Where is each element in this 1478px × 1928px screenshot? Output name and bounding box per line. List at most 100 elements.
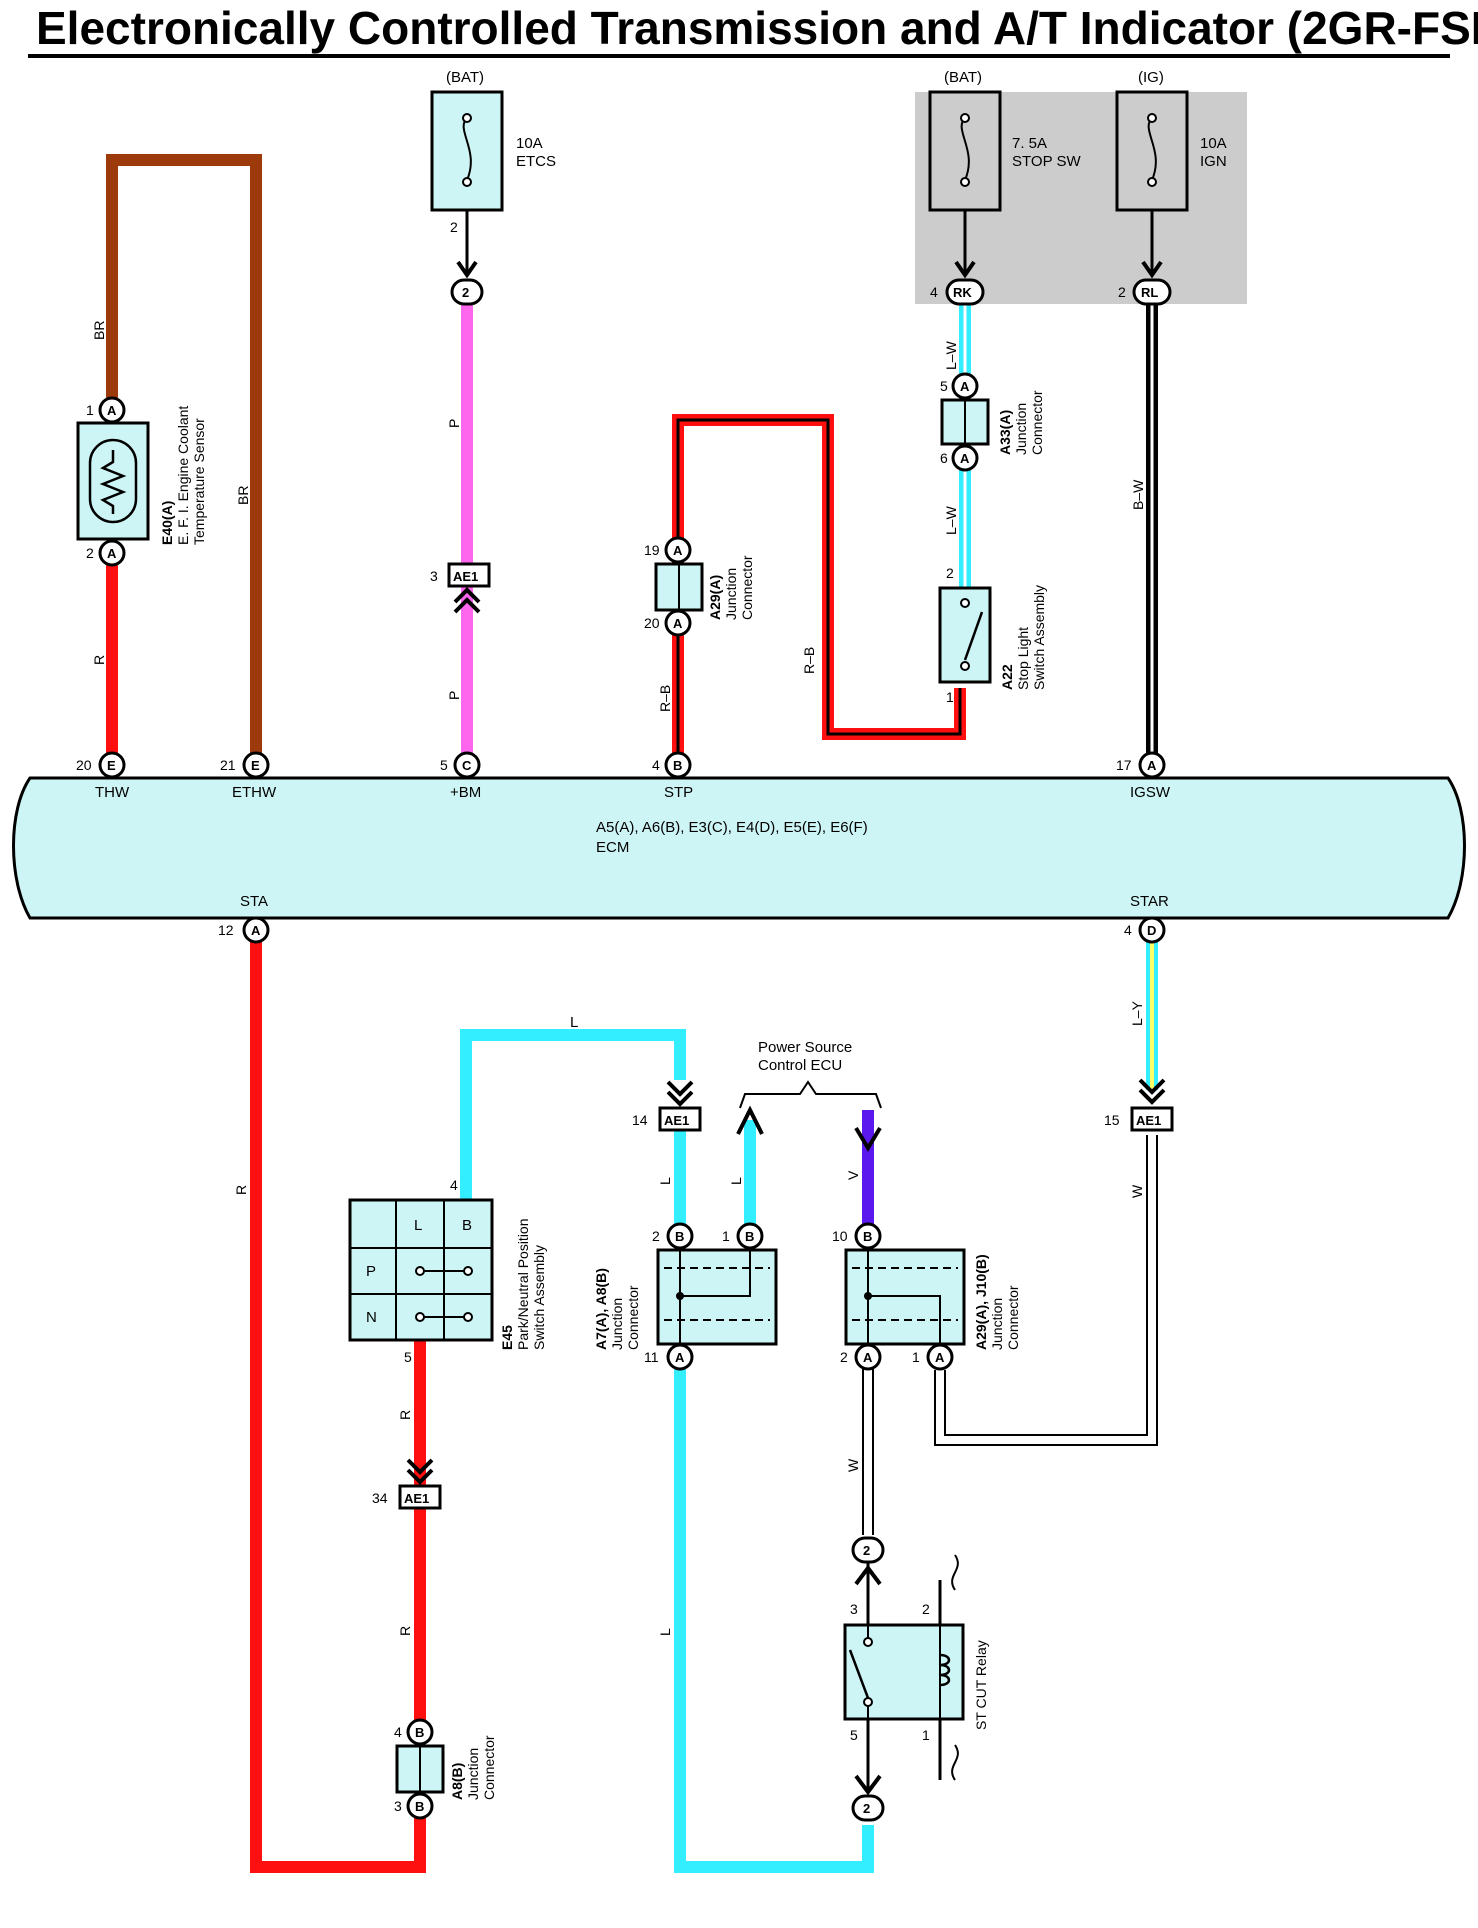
a7a8-code: A7(A), A8(B) [593, 1268, 609, 1350]
ecm-pin-bm: C 5 +BM [440, 751, 481, 801]
e45-row-p: P [366, 1263, 376, 1280]
a8-line2: Connector [481, 1735, 497, 1800]
a7a8-pin-b: 1 [722, 1228, 730, 1244]
ae1-connector-34: AE1 34 [372, 1458, 442, 1510]
ecm-pin-bm-num: 5 [440, 757, 448, 773]
a8-pin-bottom: 3 [394, 1798, 402, 1814]
fuse-ign-pin: 2 [1118, 284, 1126, 300]
e45-pin-bottom: 5 [404, 1349, 412, 1365]
a29-j10-junction: B 10 A 2 A 1 A29(A), J10(B) Junction Con… [832, 1222, 1021, 1371]
ecm-pin-sta-name: STA [240, 893, 268, 910]
wire-br [106, 154, 262, 765]
ecm-pin-igsw: A 17 IGSW [1116, 751, 1171, 801]
ecm-pin-igsw-name: IGSW [1130, 784, 1171, 801]
wire-label-v: V [845, 1170, 861, 1180]
ae1-14-pin: 14 [632, 1112, 648, 1128]
a29j10-conn-c: A [935, 1350, 945, 1365]
fuse-stop-conn: RK [953, 285, 972, 300]
ecm-pin-thw-name: THW [95, 784, 130, 801]
ecm-pin-thw: E 20 THW [76, 751, 130, 801]
a29j10-pin-b: 2 [840, 1349, 848, 1365]
fuse-ign-supply: (IG) [1138, 69, 1164, 86]
a29-top-code: A29(A) [707, 575, 723, 620]
wire-label-lw1: L–W [943, 340, 959, 370]
a7a8-conn-c: A [675, 1350, 685, 1365]
e45-row-n: N [366, 1309, 377, 1326]
stcut-name: ST CUT Relay [973, 1640, 989, 1730]
wire-label-r3: R [397, 1410, 413, 1420]
wire-label-l3: L [657, 1628, 673, 1636]
wire-label-r4: R [397, 1626, 413, 1636]
ecm-pin-star: STAR D 4 [1124, 893, 1169, 944]
wire-label-bw: B–W [1130, 479, 1146, 510]
a8-junction: B 4 B 3 A8(B) Junction Connector [394, 1718, 497, 1820]
wire-l-top [460, 1029, 686, 1200]
wire-label-ly: L–Y [1129, 1000, 1145, 1026]
a29-top-conn2: A [673, 616, 683, 631]
ecm-pin-bm-conn: C [462, 758, 472, 773]
a29-top-conn1: A [673, 543, 683, 558]
wire-label-w2: W [845, 1458, 861, 1472]
a29j10-pin-c: 1 [912, 1349, 920, 1365]
ae1-15-pin: 15 [1104, 1112, 1120, 1128]
ecm-pin-star-num: 4 [1124, 922, 1132, 938]
e40-line2: Temperature Sensor [191, 418, 207, 545]
fuse-etcs-conn: 2 [462, 285, 469, 300]
ecm-pin-sta: STA A 12 [218, 893, 270, 944]
wire-label-br2: BR [235, 486, 251, 505]
a33-pin1: 5 [940, 378, 948, 394]
a29-top-pin2: 20 [644, 615, 660, 631]
wire-labels: BR BR R P P R–B R–B L–W L–W B–W R L L L … [91, 321, 1146, 1636]
ecm-pin-stp-name: STP [664, 784, 693, 801]
ecm-pin-star-conn: D [1147, 923, 1156, 938]
wire-w [936, 1135, 1156, 1444]
ae1-34-pin: 34 [372, 1490, 388, 1506]
fuse-ign: (IG) 10A IGN RL 2 [1115, 69, 1227, 306]
wire-label-l1: L [657, 1177, 673, 1185]
wire-label-br1: BR [91, 321, 107, 340]
fuse-ign-conn: RL [1141, 285, 1158, 300]
wire-label-r1: R [91, 655, 107, 665]
wire-r-sta [250, 930, 426, 1873]
ae1-34-code: AE1 [404, 1491, 429, 1506]
wire-rb-stripe [676, 418, 962, 765]
a22-pin-bottom: 1 [946, 689, 954, 705]
st-cut-relay: 2 3 2 5 1 2 ST CUT Relay [843, 1536, 989, 1822]
a22-line1: Stop Light [1015, 627, 1031, 690]
a29-top-line2: Connector [739, 555, 755, 620]
a7a8-line1: Junction [609, 1298, 625, 1350]
a29j10-conn-b: A [863, 1350, 873, 1365]
wire-l-bottom [674, 1360, 874, 1873]
a7a8-line2: Connector [625, 1285, 641, 1350]
stcut-conn-top: 2 [863, 1543, 870, 1558]
fuse-etcs-name: ETCS [516, 153, 556, 170]
e40-pin-top: 1 [86, 402, 94, 418]
e40-coolant-sensor: A 1 A 2 E40(A) E. F. I. Engine Coolant T… [76, 396, 207, 567]
wire-label-l-top: L [570, 1014, 578, 1031]
stcut-pin2: 2 [922, 1601, 930, 1617]
fuse-stop-sw: (BAT) 7. 5A STOP SW RK 4 [928, 69, 1081, 306]
a7a8-conn-a: B [675, 1229, 684, 1244]
ecm-block: A5(A), A6(B), E3(C), E4(D), E5(E), E6(F)… [12, 751, 1466, 944]
e40-line1: E. F. I. Engine Coolant [175, 406, 191, 545]
ecm-pin-sta-num: 12 [218, 922, 234, 938]
ecm-connectors: A5(A), A6(B), E3(C), E4(D), E5(E), E6(F) [596, 819, 868, 836]
a8-conn-top: B [415, 1725, 424, 1740]
ecm-pin-ethw-conn: E [251, 758, 260, 773]
wire-label-lw2: L–W [943, 505, 959, 535]
power-source-control-ecu: Power Source Control ECU [736, 1039, 882, 1152]
e45-line1: Park/Neutral Position [515, 1218, 531, 1350]
a7a8-pin-a: 2 [652, 1228, 660, 1244]
a29j10-line2: Connector [1005, 1285, 1021, 1350]
ae1-connector-3: AE1 3 [430, 562, 491, 614]
e40-conn-top: A [107, 403, 117, 418]
a33-pin2: 6 [940, 450, 948, 466]
fuse-stop-rating: 7. 5A [1012, 135, 1047, 152]
ecm-pin-sta-conn: A [251, 923, 261, 938]
ecm-pin-ethw: E 21 ETHW [220, 751, 277, 801]
wire-label-p1: P [446, 419, 462, 428]
a8-pin-top: 4 [394, 1724, 402, 1740]
wire-label-rb2: R–B [801, 647, 817, 674]
ae1-connector-15: AE1 15 [1104, 1078, 1174, 1132]
a33-conn1: A [960, 379, 970, 394]
